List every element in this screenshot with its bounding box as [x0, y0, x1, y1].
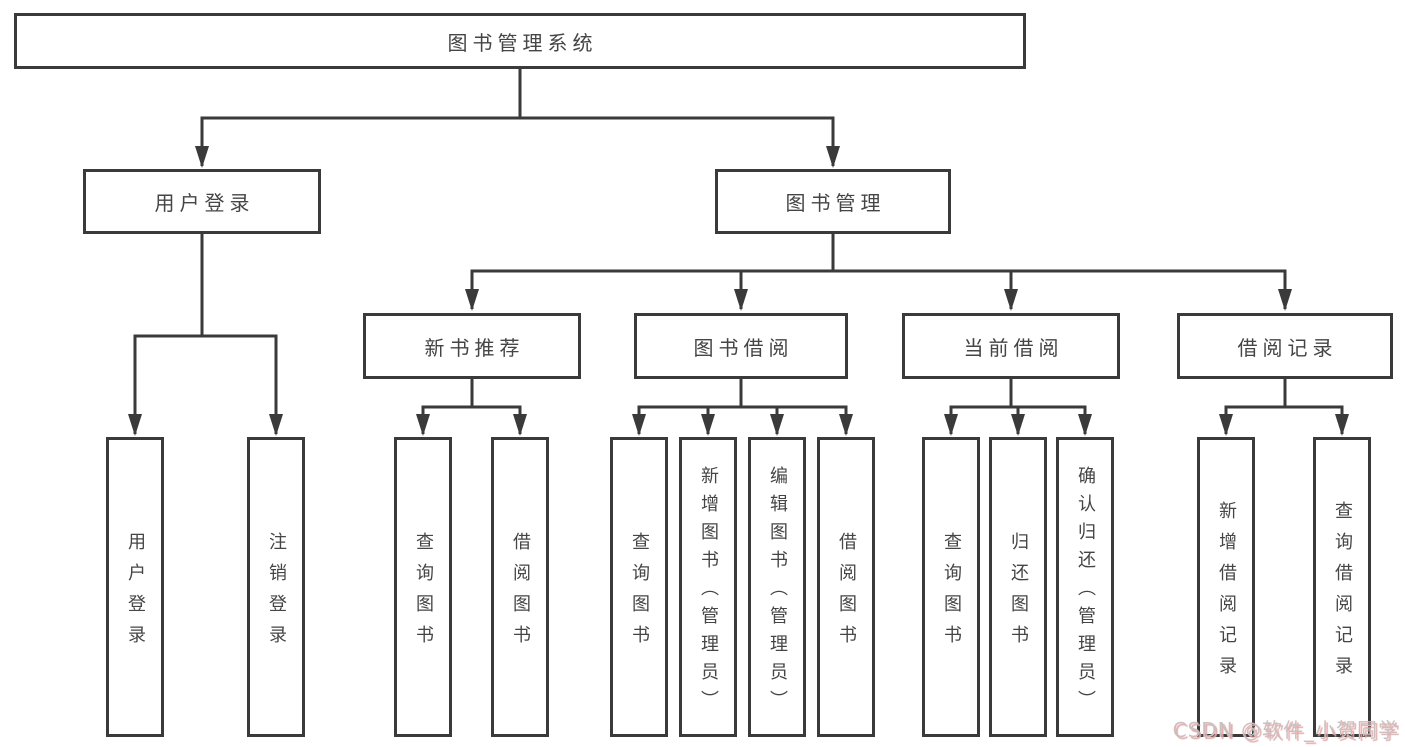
leaf-confirm-return-admin-label: 确认归还（管理员）: [1075, 466, 1096, 718]
leaf-logout: 注销登录: [247, 437, 305, 737]
node-current-borrow: 当前借阅: [902, 313, 1120, 379]
leaf-add-books-admin: 新增图书（管理员）: [679, 437, 737, 737]
leaf-add-borrow-record-label: 新增借阅记录: [1216, 500, 1237, 687]
leaf-user-login: 用户登录: [106, 437, 164, 737]
leaf-edit-books-admin: 编辑图书（管理员）: [748, 437, 806, 737]
node-borrow-records-label: 借阅记录: [1237, 335, 1338, 360]
leaf-borrow-books-recommend: 借阅图书: [491, 437, 549, 737]
node-book-management: 图书管理: [715, 169, 951, 234]
leaf-query-borrow-record: 查询借阅记录: [1313, 437, 1371, 737]
leaf-user-login-label: 用户登录: [125, 531, 146, 656]
leaf-borrow-books-borrow-label: 借阅图书: [836, 531, 857, 656]
leaf-query-books-borrow: 查询图书: [610, 437, 668, 737]
node-current-borrow-label: 当前借阅: [963, 335, 1064, 360]
leaf-query-books-recommend: 查询图书: [394, 437, 452, 737]
leaf-return-books: 归还图书: [989, 437, 1047, 737]
node-new-book-recommend: 新书推荐: [363, 313, 581, 379]
leaf-confirm-return-admin: 确认归还（管理员）: [1056, 437, 1114, 737]
leaf-logout-label: 注销登录: [266, 531, 287, 656]
leaf-borrow-books-recommend-label: 借阅图书: [510, 531, 531, 656]
node-user-login: 用户登录: [83, 169, 321, 234]
leaf-add-borrow-record: 新增借阅记录: [1197, 437, 1255, 737]
leaf-query-books-recommend-label: 查询图书: [413, 531, 434, 656]
leaf-return-books-label: 归还图书: [1008, 531, 1029, 656]
node-book-borrow: 图书借阅: [634, 313, 848, 379]
node-user-login-label: 用户登录: [154, 191, 255, 215]
leaf-borrow-books-borrow: 借阅图书: [817, 437, 875, 737]
leaf-add-books-admin-label: 新增图书（管理员）: [698, 466, 719, 718]
node-root: 图书管理系统: [14, 13, 1026, 69]
node-new-book-recommend-label: 新书推荐: [424, 335, 525, 360]
node-book-management-label: 图书管理: [785, 191, 886, 215]
leaf-edit-books-admin-label: 编辑图书（管理员）: [767, 466, 788, 718]
node-root-label: 图书管理系统: [447, 30, 598, 55]
connector-rails: [133, 67, 1344, 409]
leaf-query-books-current-label: 查询图书: [941, 531, 962, 656]
leaf-query-borrow-record-label: 查询借阅记录: [1332, 500, 1353, 687]
watermark: CSDN @软件_小贺同学: [1172, 718, 1399, 742]
leaf-query-books-borrow-label: 查询图书: [629, 531, 650, 656]
node-book-borrow-label: 图书借阅: [693, 335, 794, 360]
node-borrow-records: 借阅记录: [1177, 313, 1393, 379]
leaf-query-books-current: 查询图书: [922, 437, 980, 737]
